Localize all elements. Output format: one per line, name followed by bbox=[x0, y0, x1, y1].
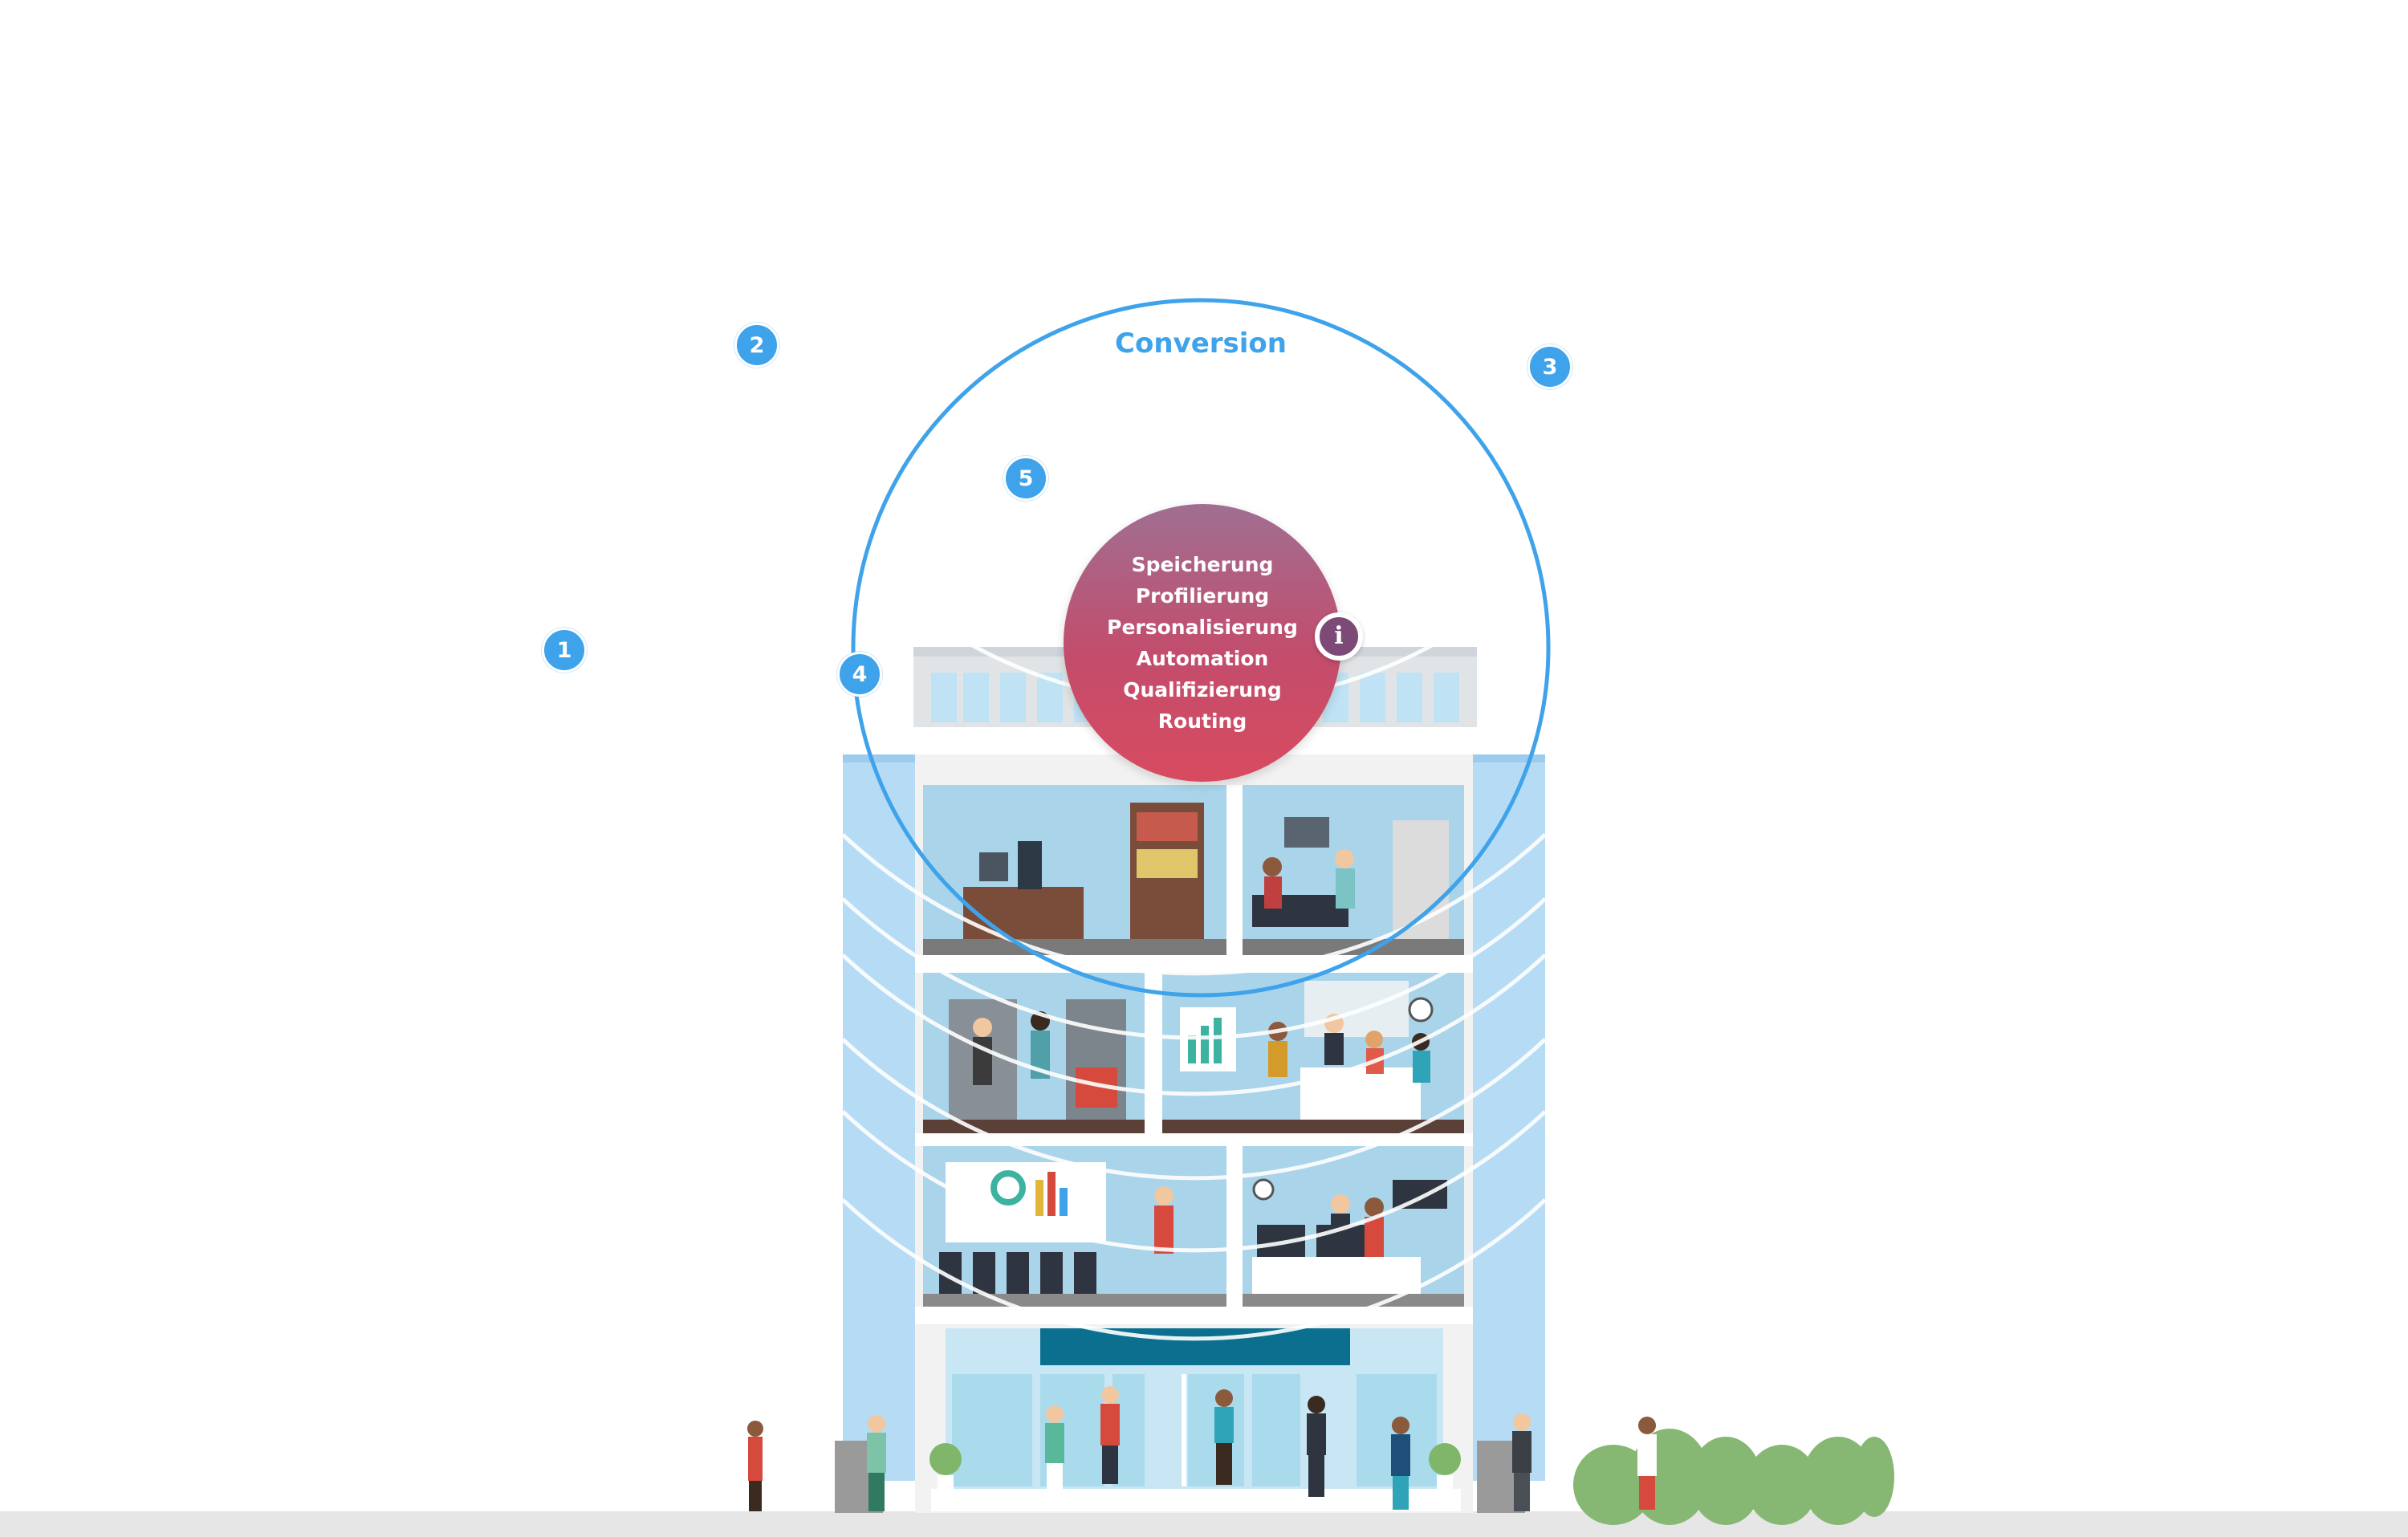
hotspot-4-button[interactable]: 4 bbox=[837, 652, 882, 697]
hotspot-5-button[interactable]: 5 bbox=[1003, 456, 1048, 501]
hotspot-1-label: 1 bbox=[556, 637, 572, 663]
building-right-wall bbox=[1473, 754, 1545, 1481]
lobby bbox=[835, 1328, 1525, 1513]
hotspot-1-button[interactable]: 1 bbox=[542, 628, 587, 673]
hotspot-5-label: 5 bbox=[1018, 466, 1034, 491]
conversion-label: Conversion bbox=[1115, 327, 1287, 360]
hotspot-3-label: 3 bbox=[1542, 354, 1558, 380]
ground bbox=[0, 1511, 2408, 1537]
floor-2 bbox=[923, 1146, 1464, 1307]
info-icon[interactable]: i bbox=[1315, 612, 1363, 661]
potted-plants bbox=[929, 1443, 1461, 1493]
building-left-wall bbox=[843, 754, 915, 1481]
core-item-qualifizierung: Qualifizierung bbox=[1123, 678, 1282, 701]
core-item-routing: Routing bbox=[1157, 710, 1247, 733]
core-item-speicherung: Speicherung bbox=[1131, 553, 1274, 576]
bushes bbox=[1573, 1429, 1894, 1525]
hotspot-4-label: 4 bbox=[852, 661, 868, 687]
info-glyph: i bbox=[1334, 622, 1344, 650]
lobby-sign bbox=[1040, 1328, 1350, 1365]
conversion-ring bbox=[851, 298, 1551, 998]
core-functions-circle: Speicherung Profilierung Personalisierun… bbox=[1064, 504, 1341, 782]
hotspot-2-label: 2 bbox=[749, 332, 765, 358]
core-item-automation: Automation bbox=[1136, 647, 1269, 670]
core-item-personalisierung: Personalisierung bbox=[1107, 616, 1298, 639]
core-item-profilierung: Profilierung bbox=[1135, 584, 1270, 608]
hotspot-3-button[interactable]: 3 bbox=[1527, 344, 1572, 389]
hotspot-2-button[interactable]: 2 bbox=[734, 323, 779, 368]
floor-4 bbox=[923, 785, 1464, 955]
floor-3 bbox=[923, 973, 1464, 1134]
street-people bbox=[747, 1386, 1657, 1511]
